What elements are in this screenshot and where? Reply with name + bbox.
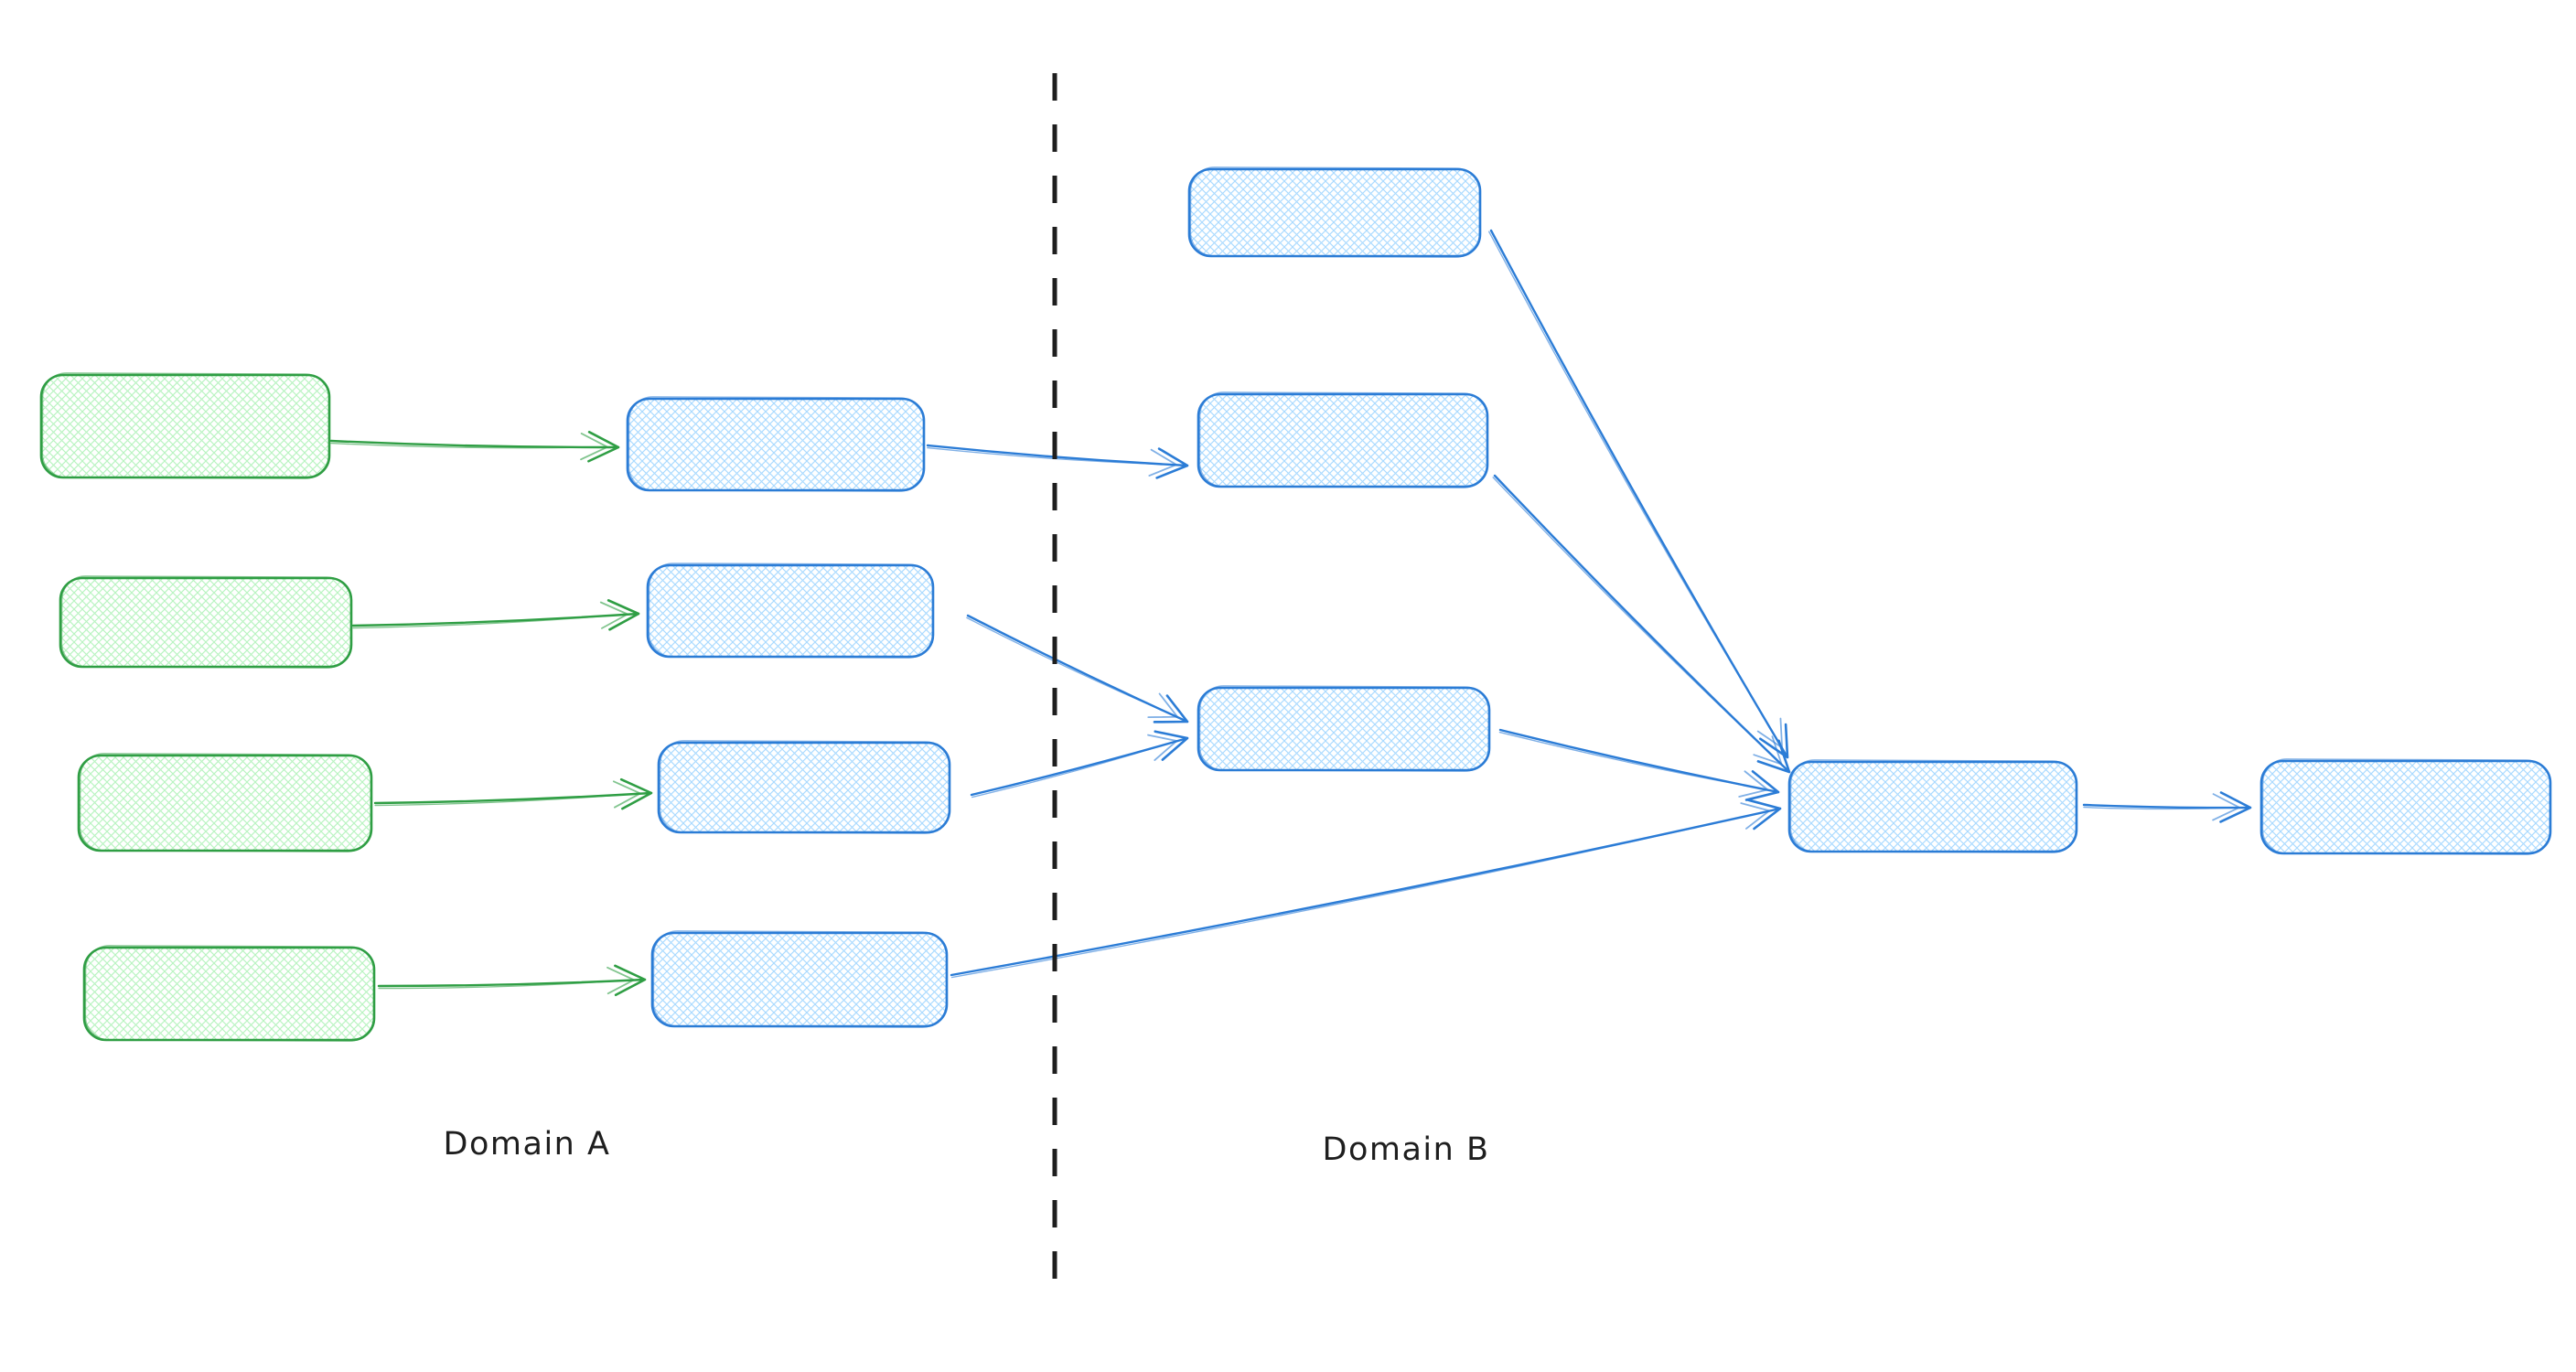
arrow-b3-to-merge[interactable] bbox=[1498, 728, 1780, 801]
node-domain-a-source-4[interactable] bbox=[82, 945, 376, 1042]
node-domain-b-node-1[interactable] bbox=[1187, 166, 1482, 258]
arrow-a4-to-merge[interactable] bbox=[950, 799, 1782, 979]
node-domain-a-node-1[interactable] bbox=[626, 396, 926, 492]
node-domain-a-node-4[interactable] bbox=[650, 930, 949, 1028]
arrow-source2-to-a2[interactable] bbox=[351, 599, 640, 631]
arrow-source3-to-a3[interactable] bbox=[373, 777, 653, 810]
node-domain-b-node-3[interactable] bbox=[1197, 685, 1491, 772]
node-domain-a-source-1[interactable] bbox=[39, 372, 331, 479]
arrow-a1-to-b2[interactable] bbox=[926, 444, 1189, 479]
node-domain-b-node-2[interactable] bbox=[1197, 391, 1489, 488]
arrow-source1-to-a1[interactable] bbox=[329, 431, 620, 463]
arrow-b2-to-merge[interactable] bbox=[1492, 474, 1791, 774]
node-domain-a-node-2[interactable] bbox=[646, 563, 935, 659]
node-domain-b-merge-node[interactable] bbox=[1787, 759, 2078, 853]
arrow-a2-to-b3[interactable] bbox=[966, 614, 1189, 724]
node-domain-a-source-2[interactable] bbox=[59, 575, 353, 669]
arrow-b1-to-merge[interactable] bbox=[1488, 229, 1789, 759]
node-domain-a-node-3[interactable] bbox=[657, 740, 951, 834]
domain-a-label[interactable]: Domain A bbox=[444, 1126, 611, 1163]
edges-layer bbox=[329, 229, 2252, 997]
node-domain-b-output-node[interactable] bbox=[2259, 758, 2552, 855]
nodes-layer bbox=[39, 166, 2552, 1042]
arrow-merge-to-output[interactable] bbox=[2082, 791, 2252, 823]
node-domain-a-source-3[interactable] bbox=[77, 753, 373, 852]
domain-b-label[interactable]: Domain B bbox=[1323, 1131, 1490, 1168]
arrow-source4-to-a4[interactable] bbox=[377, 964, 647, 997]
arrow-a3-to-b3[interactable] bbox=[970, 730, 1189, 799]
